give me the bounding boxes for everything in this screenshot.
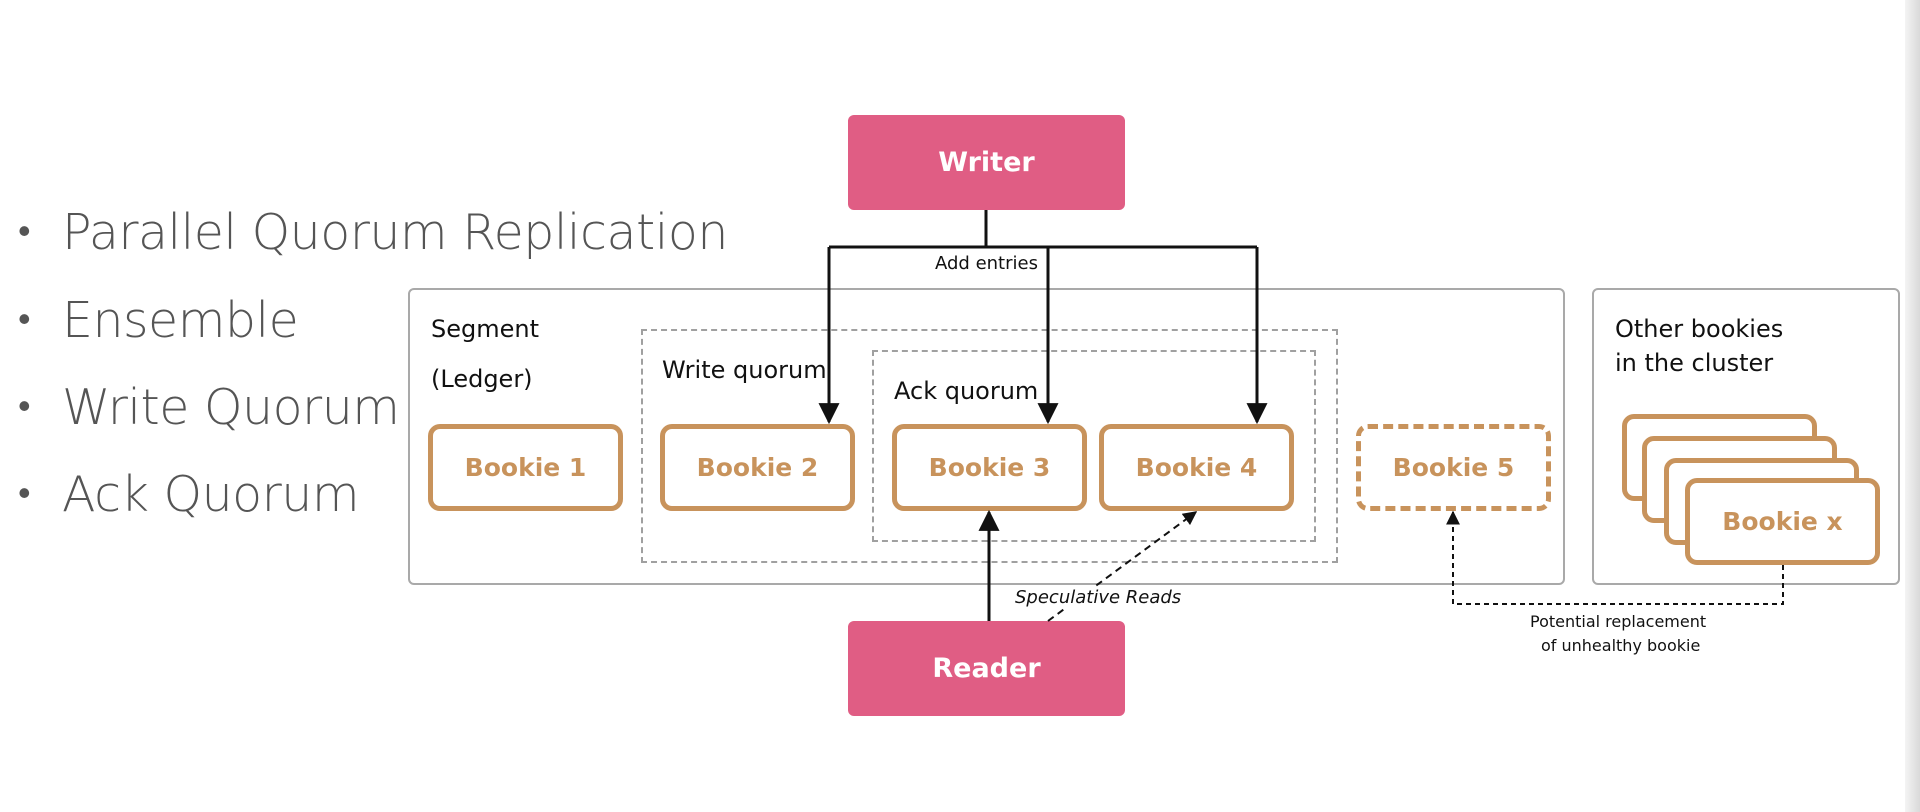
ack-quorum-region: [872, 350, 1316, 542]
bullet-text: Parallel Quorum Replication: [62, 204, 728, 261]
bullet-text: Write Quorum: [62, 379, 400, 436]
replacement-arrow: [1446, 510, 1784, 605]
bullet-dot: •: [18, 298, 31, 340]
ledger-label: (Ledger): [431, 365, 533, 393]
bookie-3: Bookie 3: [892, 424, 1087, 511]
bookie-x: Bookie x: [1685, 478, 1880, 565]
segment-label: Segment: [431, 315, 539, 343]
in-the-cluster-label: in the cluster: [1615, 349, 1774, 377]
segment-panel: [408, 288, 1565, 585]
bookie-2: Bookie 2: [660, 424, 855, 511]
bullet-dot: •: [18, 385, 31, 427]
bullet-dot: •: [18, 210, 31, 252]
bookie-5: Bookie 5: [1356, 424, 1551, 511]
add-entries-label: Add entries: [933, 253, 1040, 274]
replacement-label-line2: of unhealthy bookie: [1541, 636, 1701, 655]
bullet-item: •Ack Quorum: [18, 470, 360, 519]
bullet-dot: •: [18, 472, 31, 514]
replacement-label-line1: Potential replacement: [1530, 612, 1707, 631]
bookie-4: Bookie 4: [1099, 424, 1294, 511]
bullet-text: Ack Quorum: [62, 466, 360, 523]
cluster-panel: [1592, 288, 1900, 585]
other-bookies-label: Other bookies: [1615, 315, 1784, 343]
bookie-1: Bookie 1: [428, 424, 623, 511]
bullet-item: •Ensemble: [18, 296, 299, 345]
speculative-reads-label: Speculative Reads: [1012, 587, 1185, 608]
writer-box: Writer: [848, 115, 1125, 210]
write-quorum-label: Write quorum: [662, 356, 827, 384]
page-edge-shadow: [1905, 0, 1920, 812]
reader-box: Reader: [848, 621, 1125, 716]
bullet-text: Ensemble: [62, 292, 299, 349]
bullet-item: •Write Quorum: [18, 383, 400, 432]
ack-quorum-label: Ack quorum: [894, 377, 1039, 405]
bullet-item: •Parallel Quorum Replication: [18, 208, 728, 257]
